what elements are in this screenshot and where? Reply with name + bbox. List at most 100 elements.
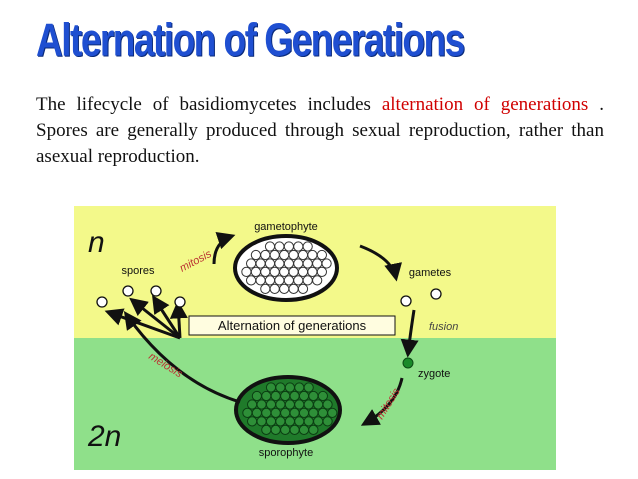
sporophyte-cell <box>261 407 272 418</box>
spore-arrow-1 <box>104 308 181 340</box>
sporophyte-cell <box>322 416 333 427</box>
sporophyte-cell <box>294 416 305 427</box>
sporophyte-cell <box>280 407 291 418</box>
gametophyte-cell <box>297 283 309 295</box>
gametophyte-cell <box>297 249 309 261</box>
gametophyte-cell <box>293 258 304 269</box>
sporophyte-cell <box>280 390 291 402</box>
zygote-label: zygote <box>418 368 450 380</box>
sporophyte-cell <box>303 382 314 393</box>
sporophyte-cell <box>251 390 262 402</box>
gametophyte-cell <box>307 266 318 278</box>
gametes-label: gametes <box>409 267 452 279</box>
sporophyte-cell <box>289 407 300 418</box>
gametophyte-cell <box>246 258 257 269</box>
sporophyte-cell <box>280 424 291 435</box>
gametophyte-cell <box>241 266 252 278</box>
gametophyte-cell <box>269 249 280 261</box>
sporophyte-cell <box>317 390 328 402</box>
sporophyte-cell <box>275 416 286 427</box>
paragraph-text-end: . Spores are generally produced through … <box>36 94 604 167</box>
gametophyte-cell <box>264 241 276 252</box>
sporophyte-cell <box>265 416 277 427</box>
gametophyte-cell <box>264 275 276 286</box>
sporophyte-cell <box>265 382 277 393</box>
gametophyte-cell <box>283 258 294 269</box>
gametophyte-cell <box>302 258 313 269</box>
gametophyte-cell <box>288 266 299 278</box>
description-paragraph: The lifecycle of basidiomycetes includes… <box>36 92 604 170</box>
gametophyte-cell <box>321 258 332 269</box>
gametophyte-cell <box>274 275 285 286</box>
center-label: Alternation of generations <box>218 318 367 333</box>
gametophyte-cell <box>250 249 261 261</box>
sporophyte-cell <box>275 399 286 410</box>
gametophyte-cell <box>297 266 309 278</box>
gametophyte-cell <box>316 249 327 261</box>
sporophyte-cell <box>247 399 258 410</box>
gamete-1 <box>400 295 412 307</box>
spore-3 <box>150 285 162 297</box>
gametophyte-cell <box>279 249 290 261</box>
sporophyte-cell <box>289 390 300 402</box>
gametophyte-cell <box>312 275 323 286</box>
sporophyte-cell <box>294 382 305 393</box>
gametophyte-cell <box>260 249 271 261</box>
sporophyte-cell <box>298 390 310 402</box>
meiosis-arrow <box>123 311 241 404</box>
gametophyte-cell <box>250 266 261 278</box>
sporophyte-cell <box>270 390 281 402</box>
sporophyte-cell <box>284 382 295 393</box>
gametophyte-cell <box>293 275 304 286</box>
lifecycle-diagram-svg: n 2n gametophyte mitosis gametes fusion … <box>74 206 556 470</box>
sporophyte-cell <box>275 382 286 393</box>
gametophyte-cell <box>288 249 299 261</box>
gametophyte-cell <box>283 241 294 252</box>
spore-1 <box>96 296 108 308</box>
sporophyte-cell <box>308 390 319 402</box>
sporophyte-cell <box>289 424 300 435</box>
gametophyte-cell <box>260 266 271 278</box>
gametophyte-cell <box>246 275 257 286</box>
sporophyte-cell <box>256 399 267 410</box>
sporophyte-cell <box>261 390 272 402</box>
center-label-box <box>188 315 396 336</box>
fusion-label: fusion <box>429 321 458 333</box>
diploid-label: 2n <box>87 420 121 453</box>
mitosis-bottom-arrow <box>360 377 404 426</box>
mitosis-top-arrow <box>212 232 236 265</box>
sporophyte-cells <box>242 382 338 435</box>
gametophyte-cell <box>264 258 276 269</box>
sporophyte-cell <box>270 407 281 418</box>
sporophyte-cell <box>261 424 272 435</box>
gametophyte-cell <box>255 275 266 286</box>
gametophyte-cell <box>293 241 304 252</box>
sporophyte-cell <box>284 399 295 410</box>
sporophyte-cell <box>284 416 295 427</box>
sporophyte-cell <box>313 399 324 410</box>
sporophyte-cell <box>317 407 328 418</box>
gametophyte-cell <box>269 283 280 295</box>
gametophyte-cell <box>279 283 290 295</box>
sporophyte-cell <box>303 399 314 410</box>
sporophyte-cell <box>322 399 333 410</box>
gamete-2 <box>430 288 442 300</box>
sporophyte-cell <box>242 407 253 418</box>
spore-arrow-3 <box>152 294 182 339</box>
gametophyte-cell <box>283 275 294 286</box>
paragraph-highlight: alternation of generations <box>381 94 589 115</box>
sporophyte-cell <box>256 416 267 427</box>
sporophyte-label: sporophyte <box>259 447 313 459</box>
gametophyte-cell <box>255 258 266 269</box>
gametophyte-cell <box>269 266 280 278</box>
gametophyte-cell <box>260 283 271 295</box>
zygote-cell <box>402 357 414 369</box>
arrow-to-gametes <box>359 244 402 282</box>
sporophyte-cell <box>298 407 310 418</box>
gametophyte-cell <box>302 275 313 286</box>
gametophyte-cells <box>241 241 332 295</box>
sporophyte-cell <box>251 407 262 418</box>
gametophyte-cell <box>316 266 327 278</box>
gametophyte-cell <box>288 283 299 295</box>
lifecycle-diagram: n 2n gametophyte mitosis gametes fusion … <box>74 206 556 470</box>
